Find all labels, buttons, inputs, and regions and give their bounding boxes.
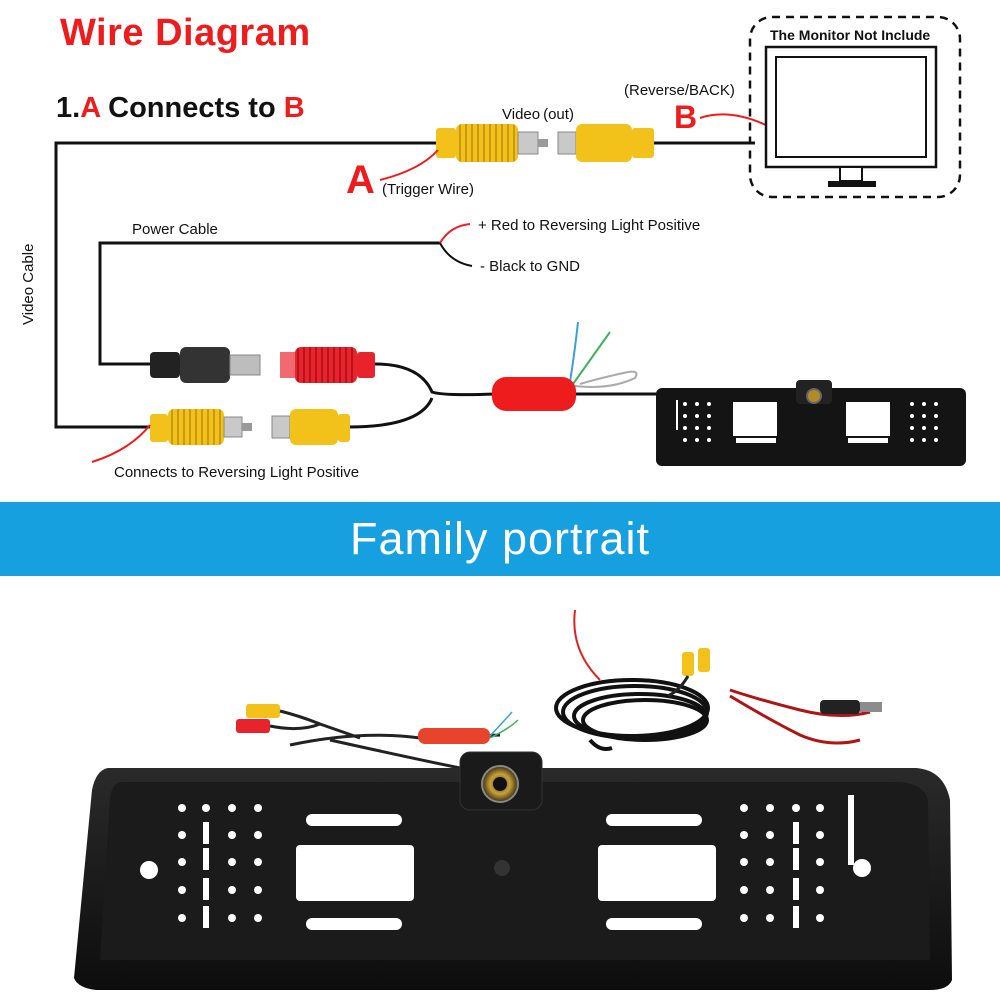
red-positive-label: + Red to Reversing Light Positive xyxy=(478,217,701,234)
marker-b: B xyxy=(674,99,698,135)
rca-connector-icon xyxy=(271,409,350,445)
marker-a: A xyxy=(346,158,375,202)
rca-connector-icon xyxy=(150,409,252,445)
power-cable-line xyxy=(98,241,440,366)
reverse-back-label: (Reverse/BACK) xyxy=(624,82,735,99)
cable-coil-icon xyxy=(554,678,710,751)
white-wire xyxy=(574,370,638,388)
step-b: B xyxy=(283,92,305,124)
pointer-b xyxy=(699,113,769,127)
step-heading: 1.A Connects to B xyxy=(56,92,305,125)
license-plate-camera-icon xyxy=(656,380,966,466)
pointer-reversing xyxy=(91,424,151,463)
step-prefix: 1. xyxy=(56,92,81,124)
dc-power-plug-icon xyxy=(280,347,375,383)
step-a: A xyxy=(80,92,101,124)
rca-connector-icon xyxy=(667,648,710,698)
license-plate-camera-icon xyxy=(74,751,952,990)
dc-power-plug-icon xyxy=(729,688,882,745)
cable-module xyxy=(492,377,576,411)
video-out-label: Video (out) xyxy=(502,106,574,123)
photo-cable xyxy=(289,733,501,747)
monitor-note: The Monitor Not Include xyxy=(770,27,931,43)
monitor-dashed-box xyxy=(748,15,962,199)
diagram-title: Wire Diagram xyxy=(60,12,311,54)
green-wire xyxy=(572,331,611,385)
blue-wire xyxy=(569,321,579,383)
video-cable-line xyxy=(54,141,436,429)
rca-connector-icon xyxy=(557,124,654,162)
wiring-diagram xyxy=(54,15,966,466)
reversing-light-label: Connects to Reversing Light Positive xyxy=(114,464,360,481)
y-junction-bottom xyxy=(347,397,434,429)
y-junction-top xyxy=(374,362,496,397)
banner-title: Family portrait xyxy=(349,513,651,564)
photo-cable-module xyxy=(418,728,490,744)
trigger-wire-label: (Trigger Wire) xyxy=(382,181,474,198)
red-wire xyxy=(439,223,471,244)
step-middle: Connects to xyxy=(100,92,284,124)
dc-power-plug-icon xyxy=(150,347,261,383)
power-cable-label: Power Cable xyxy=(132,221,218,238)
rca-connector-icon xyxy=(236,704,361,740)
rca-connector-icon xyxy=(436,124,548,162)
pointer-a xyxy=(379,149,439,181)
section-banner xyxy=(0,502,1000,576)
black-wire xyxy=(439,242,473,267)
black-gnd-label: - Black to GND xyxy=(480,258,581,275)
monitor-icon xyxy=(764,45,938,187)
